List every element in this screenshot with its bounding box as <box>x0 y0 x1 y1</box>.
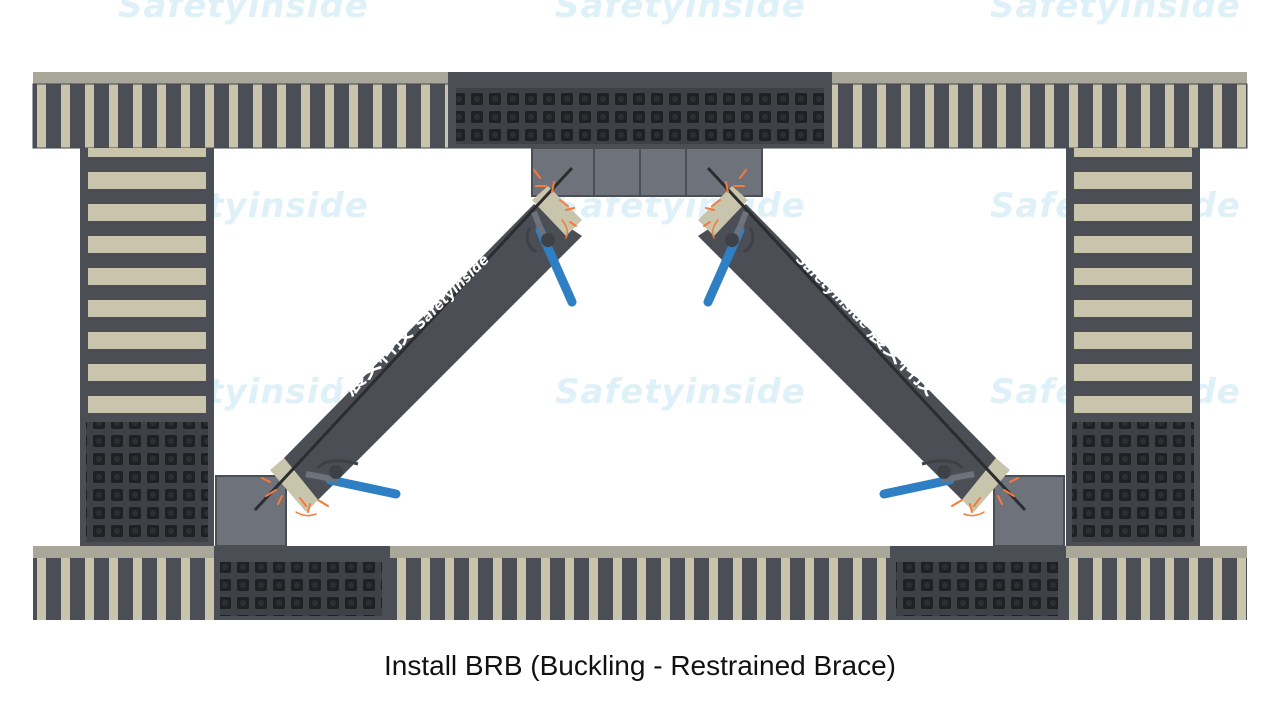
welding-spark-icon <box>533 169 577 239</box>
right-column <box>1066 148 1200 546</box>
diagram-caption: Install BRB (Buckling - Restrained Brace… <box>384 650 896 681</box>
welding-torch-icon <box>879 459 975 499</box>
bottom-beam <box>33 546 1247 620</box>
welding-spark-icon <box>261 477 329 517</box>
left-column <box>80 148 214 546</box>
top-beam <box>32 72 1248 149</box>
welding-torch-icon <box>525 210 577 307</box>
welding-torch-icon <box>703 210 755 307</box>
welding-spark-icon <box>951 477 1019 517</box>
right-brb-brace: Safetyinside 震安科技 <box>698 166 1027 512</box>
left-brb-brace: Safetyinside 震安科技 <box>253 166 582 512</box>
welding-torch-icon <box>305 459 401 499</box>
left-gusset-plate <box>215 475 287 547</box>
welding-spark-icon <box>703 169 747 239</box>
